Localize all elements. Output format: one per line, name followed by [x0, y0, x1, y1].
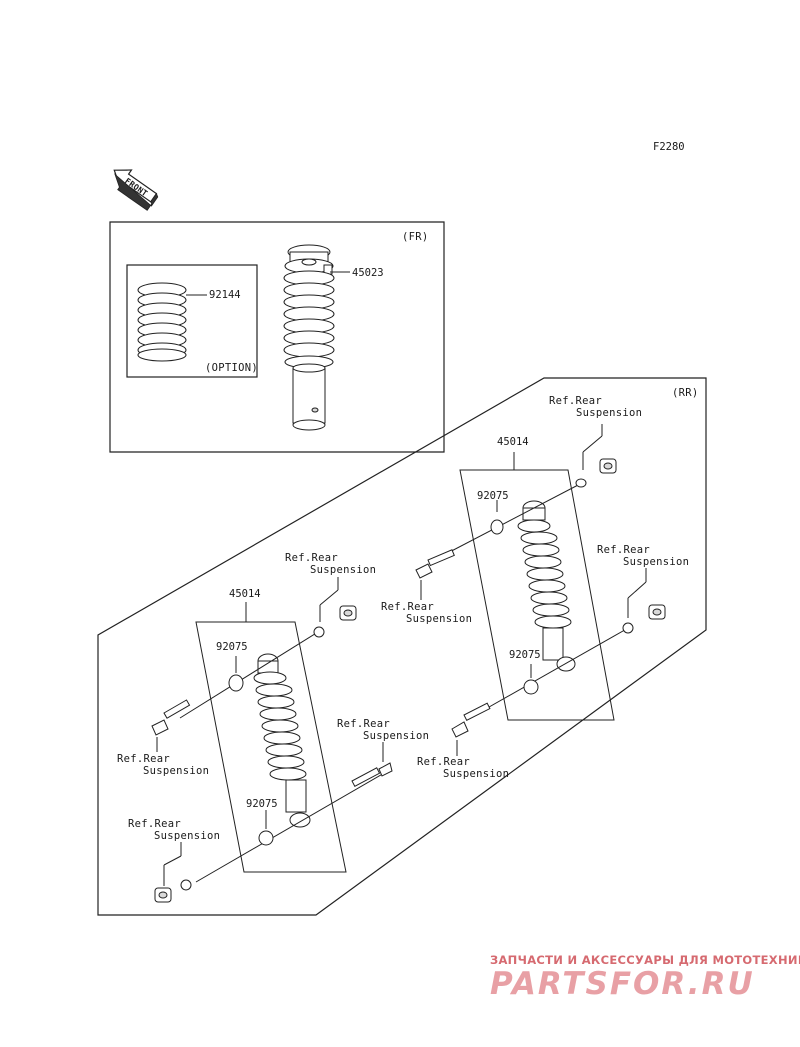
front-shock-part-number: 45023: [352, 267, 384, 279]
option-label: (OPTION): [205, 362, 258, 374]
ref-label-5a: Ref.Rear: [285, 552, 338, 564]
front-shock-section: (FR) (OPTION) 92144: [109, 221, 445, 453]
rear-left-bottom-bushing: [258, 830, 274, 846]
rear-right-top-bolt: [415, 549, 455, 579]
rear-left-top-washer: [313, 626, 325, 638]
rear-right-top-nut: [599, 458, 617, 474]
ref-label-4b: Suspension: [443, 768, 509, 780]
rear-section-frame: [97, 377, 707, 916]
bushing-label-3: 92075: [216, 641, 248, 653]
ref-label-7b: Suspension: [363, 730, 429, 742]
ref-label-6b: Suspension: [143, 765, 209, 777]
ref-label-2b: Suspension: [623, 556, 689, 568]
bushing-label-4: 92075: [246, 798, 278, 810]
rear-left-shock-frame: [195, 621, 347, 873]
rear-right-top-bushing: [490, 519, 504, 535]
front-section-tag: (FR): [402, 231, 429, 243]
rear-left-shock-absorber: [253, 653, 311, 828]
rear-left-shock-part: 45014: [229, 588, 261, 600]
front-section-frame: [109, 221, 445, 453]
rear-right-bottom-bushing: [523, 679, 539, 695]
diagram-code: F2280: [653, 141, 685, 153]
front-arrow-icon: FRONT: [113, 169, 159, 211]
ref-label-8a: Ref.Rear: [128, 818, 181, 830]
option-frame: [126, 264, 258, 378]
ref-label-7a: Ref.Rear: [337, 718, 390, 730]
rear-shock-section: (RR) 45014: [97, 377, 707, 916]
front-shock-absorber: [283, 244, 335, 431]
rear-left-top-nut: [339, 605, 357, 621]
watermark-tagline: ЗАПЧАСТИ И АКСЕССУАРЫ ДЛЯ МОТОТЕХНИКИ: [490, 953, 800, 967]
rear-left-bottom-bolt: [351, 762, 393, 787]
rear-right-bottom-washer: [622, 622, 634, 634]
ref-label-1a: Ref.Rear: [549, 395, 602, 407]
rear-right-bottom-nut: [648, 604, 666, 620]
rear-left-top-bolt: [151, 699, 191, 736]
watermark: ЗАПЧАСТИ И АКСЕССУАРЫ ДЛЯ МОТОТЕХНИКИ PA…: [490, 953, 800, 1002]
rear-section-tag: (RR): [672, 387, 699, 399]
ref-label-6a: Ref.Rear: [117, 753, 170, 765]
optional-spring: [137, 282, 187, 362]
bushing-label-2: 92075: [509, 649, 541, 661]
rear-right-top-washer: [575, 478, 587, 488]
rear-right-bottom-bolt: [451, 702, 491, 738]
ref-label-5b: Suspension: [310, 564, 376, 576]
ref-label-3a: Ref.Rear: [381, 601, 434, 613]
spring-part-number: 92144: [209, 289, 241, 301]
ref-label-2a: Ref.Rear: [597, 544, 650, 556]
bushing-label-1: 92075: [477, 490, 509, 502]
watermark-brand: PARTSFOR.RU: [490, 966, 755, 1002]
rear-right-shock-absorber: [517, 500, 576, 672]
ref-label-3b: Suspension: [406, 613, 472, 625]
rear-right-shock-frame: [459, 469, 615, 721]
rear-left-top-bushing: [228, 674, 244, 692]
ref-label-4a: Ref.Rear: [417, 756, 470, 768]
rear-right-shock-part: 45014: [497, 436, 529, 448]
ref-label-8b: Suspension: [154, 830, 220, 842]
rear-left-bottom-nut: [154, 887, 172, 903]
ref-label-1b: Suspension: [576, 407, 642, 419]
rear-left-bottom-washer: [180, 879, 192, 891]
